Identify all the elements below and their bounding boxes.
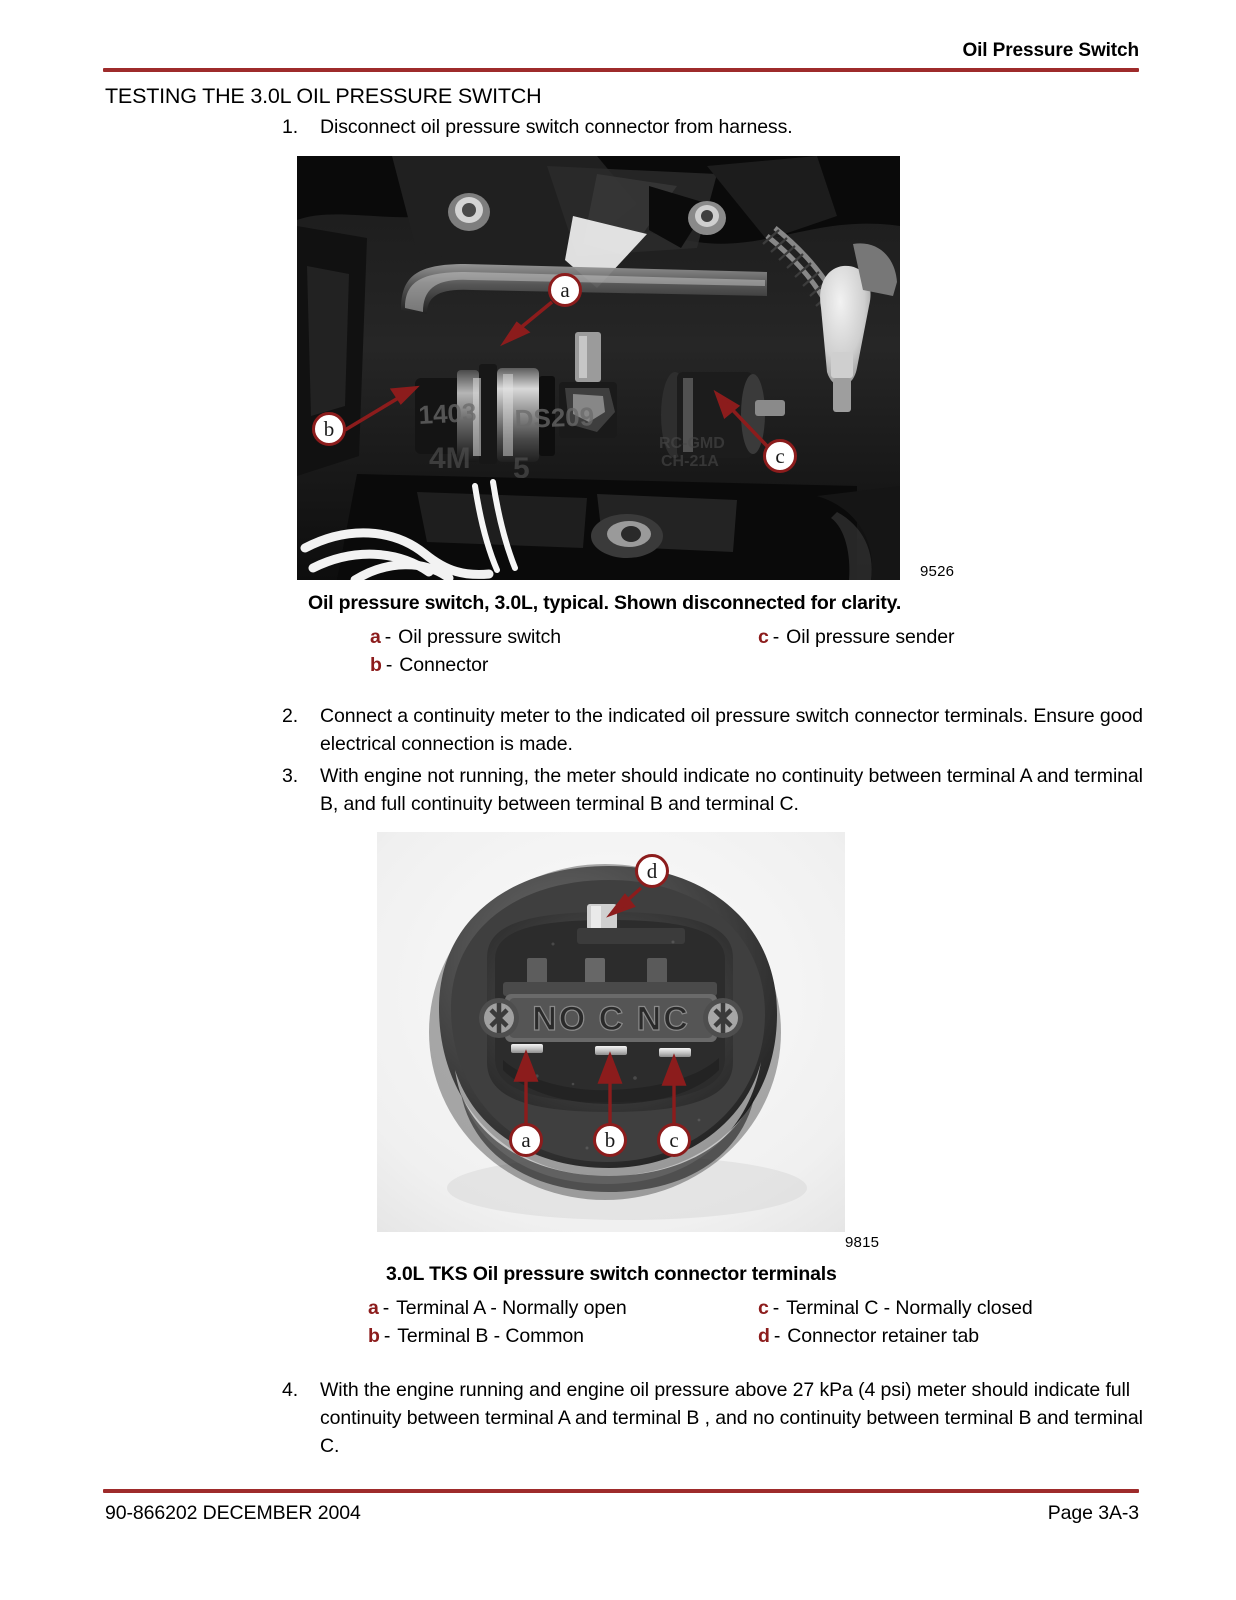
legend-key: c bbox=[758, 1297, 769, 1319]
legend-row: b - Connector bbox=[370, 651, 1070, 679]
legend-row: a - Terminal A - Normally open c - Termi… bbox=[368, 1294, 1088, 1322]
figure-1-legend: a - Oil pressure switch c - Oil pressure… bbox=[370, 623, 1070, 679]
svg-text:DS209: DS209 bbox=[514, 401, 594, 434]
step-number: 1. bbox=[282, 116, 299, 138]
legend-item-d: d - Connector retainer tab bbox=[758, 1322, 979, 1350]
step-text: Connect a continuity meter to the indica… bbox=[320, 705, 1143, 755]
svg-text:5: 5 bbox=[513, 452, 530, 485]
step-item-4: 4. With the engine running and engine oi… bbox=[282, 1376, 1148, 1460]
legend-key: c bbox=[758, 626, 769, 648]
step-item-3: 3. With engine not running, the meter sh… bbox=[282, 762, 1148, 818]
footer-divider-rule bbox=[103, 1489, 1139, 1493]
legend-item-b: b - Terminal B - Common bbox=[368, 1322, 758, 1350]
figure-oil-pressure-switch-photo: 1403 DS209 4M 5 RC-GMD CH-21A bbox=[297, 156, 900, 580]
legend-item-c: c - Terminal C - Normally closed bbox=[758, 1294, 1033, 1322]
photo-id-label: 9526 bbox=[920, 563, 955, 580]
callout-a: a bbox=[548, 273, 582, 307]
step-item-2: 2. Connect a continuity meter to the ind… bbox=[282, 702, 1144, 758]
svg-text:1403: 1403 bbox=[418, 397, 477, 430]
header-title: Oil Pressure Switch bbox=[962, 40, 1139, 61]
legend-item-c: c - Oil pressure sender bbox=[758, 623, 955, 651]
legend-key: a bbox=[370, 626, 381, 648]
legend-item-empty bbox=[758, 651, 769, 679]
legend-label: Connector bbox=[399, 654, 489, 676]
step-item-1: 1. Disconnect oil pressure switch connec… bbox=[282, 113, 1142, 141]
legend-row: a - Oil pressure switch c - Oil pressure… bbox=[370, 623, 1070, 651]
legend-label: Terminal A - Normally open bbox=[396, 1297, 627, 1319]
legend-row: b - Terminal B - Common d - Connector re… bbox=[368, 1322, 1088, 1350]
legend-label: Terminal B - Common bbox=[397, 1325, 584, 1347]
legend-dash: - bbox=[385, 654, 393, 676]
svg-text:RC-GMD: RC-GMD bbox=[659, 435, 725, 452]
legend-item-b: b - Connector bbox=[370, 651, 758, 679]
callout-c: c bbox=[657, 1123, 691, 1157]
legend-key: d bbox=[758, 1325, 770, 1347]
header-divider-rule bbox=[103, 68, 1139, 72]
legend-key: a bbox=[368, 1297, 379, 1319]
legend-dash: - bbox=[772, 1297, 780, 1319]
embossed-terminal-text: NO C NC bbox=[532, 1000, 690, 1038]
legend-item-a: a - Terminal A - Normally open bbox=[368, 1294, 758, 1322]
callout-b: b bbox=[312, 412, 346, 446]
photo-engine-oil-pressure-switch: 1403 DS209 4M 5 RC-GMD CH-21A bbox=[297, 156, 900, 580]
figure-1-caption: Oil pressure switch, 3.0L, typical. Show… bbox=[308, 592, 902, 614]
figure-2-caption: 3.0L TKS Oil pressure switch connector t… bbox=[386, 1263, 837, 1285]
footer-document-number: 90-866202 DECEMBER 2004 bbox=[105, 1502, 361, 1524]
page-header: Oil Pressure Switch bbox=[103, 40, 1139, 72]
legend-dash: - bbox=[773, 1325, 781, 1347]
legend-label: Terminal C - Normally closed bbox=[786, 1297, 1033, 1319]
photo-switch-connector-terminals: NO C NC bbox=[377, 832, 845, 1232]
callout-d: d bbox=[635, 854, 669, 888]
legend-label: Oil pressure sender bbox=[786, 626, 955, 648]
callout-b: b bbox=[593, 1123, 627, 1157]
legend-dash: - bbox=[382, 1297, 390, 1319]
step-number: 4. bbox=[282, 1379, 299, 1401]
step-number: 2. bbox=[282, 705, 299, 727]
svg-text:CH-21A: CH-21A bbox=[661, 453, 719, 470]
legend-key: b bbox=[370, 654, 382, 676]
step-number: 3. bbox=[282, 765, 299, 787]
legend-dash: - bbox=[383, 1325, 391, 1347]
step-text: With engine not running, the meter shoul… bbox=[320, 765, 1143, 815]
legend-label: Connector retainer tab bbox=[787, 1325, 980, 1347]
callout-a: a bbox=[509, 1123, 543, 1157]
callout-c: c bbox=[763, 439, 797, 473]
footer-page-number: Page 3A-3 bbox=[1047, 1502, 1139, 1524]
legend-dash: - bbox=[772, 626, 780, 648]
step-text: Disconnect oil pressure switch connector… bbox=[320, 116, 793, 138]
section-title: TESTING THE 3.0L OIL PRESSURE SWITCH bbox=[105, 84, 542, 108]
step-text: With the engine running and engine oil p… bbox=[320, 1379, 1143, 1457]
legend-label: Oil pressure switch bbox=[398, 626, 561, 648]
photo-id-label: 9815 bbox=[845, 1234, 880, 1251]
legend-key: b bbox=[368, 1325, 380, 1347]
figure-2-legend: a - Terminal A - Normally open c - Termi… bbox=[368, 1294, 1088, 1350]
figure-connector-terminals-photo: NO C NC bbox=[377, 832, 845, 1232]
legend-dash: - bbox=[384, 626, 392, 648]
svg-text:4M: 4M bbox=[429, 442, 471, 475]
legend-item-a: a - Oil pressure switch bbox=[370, 623, 758, 651]
